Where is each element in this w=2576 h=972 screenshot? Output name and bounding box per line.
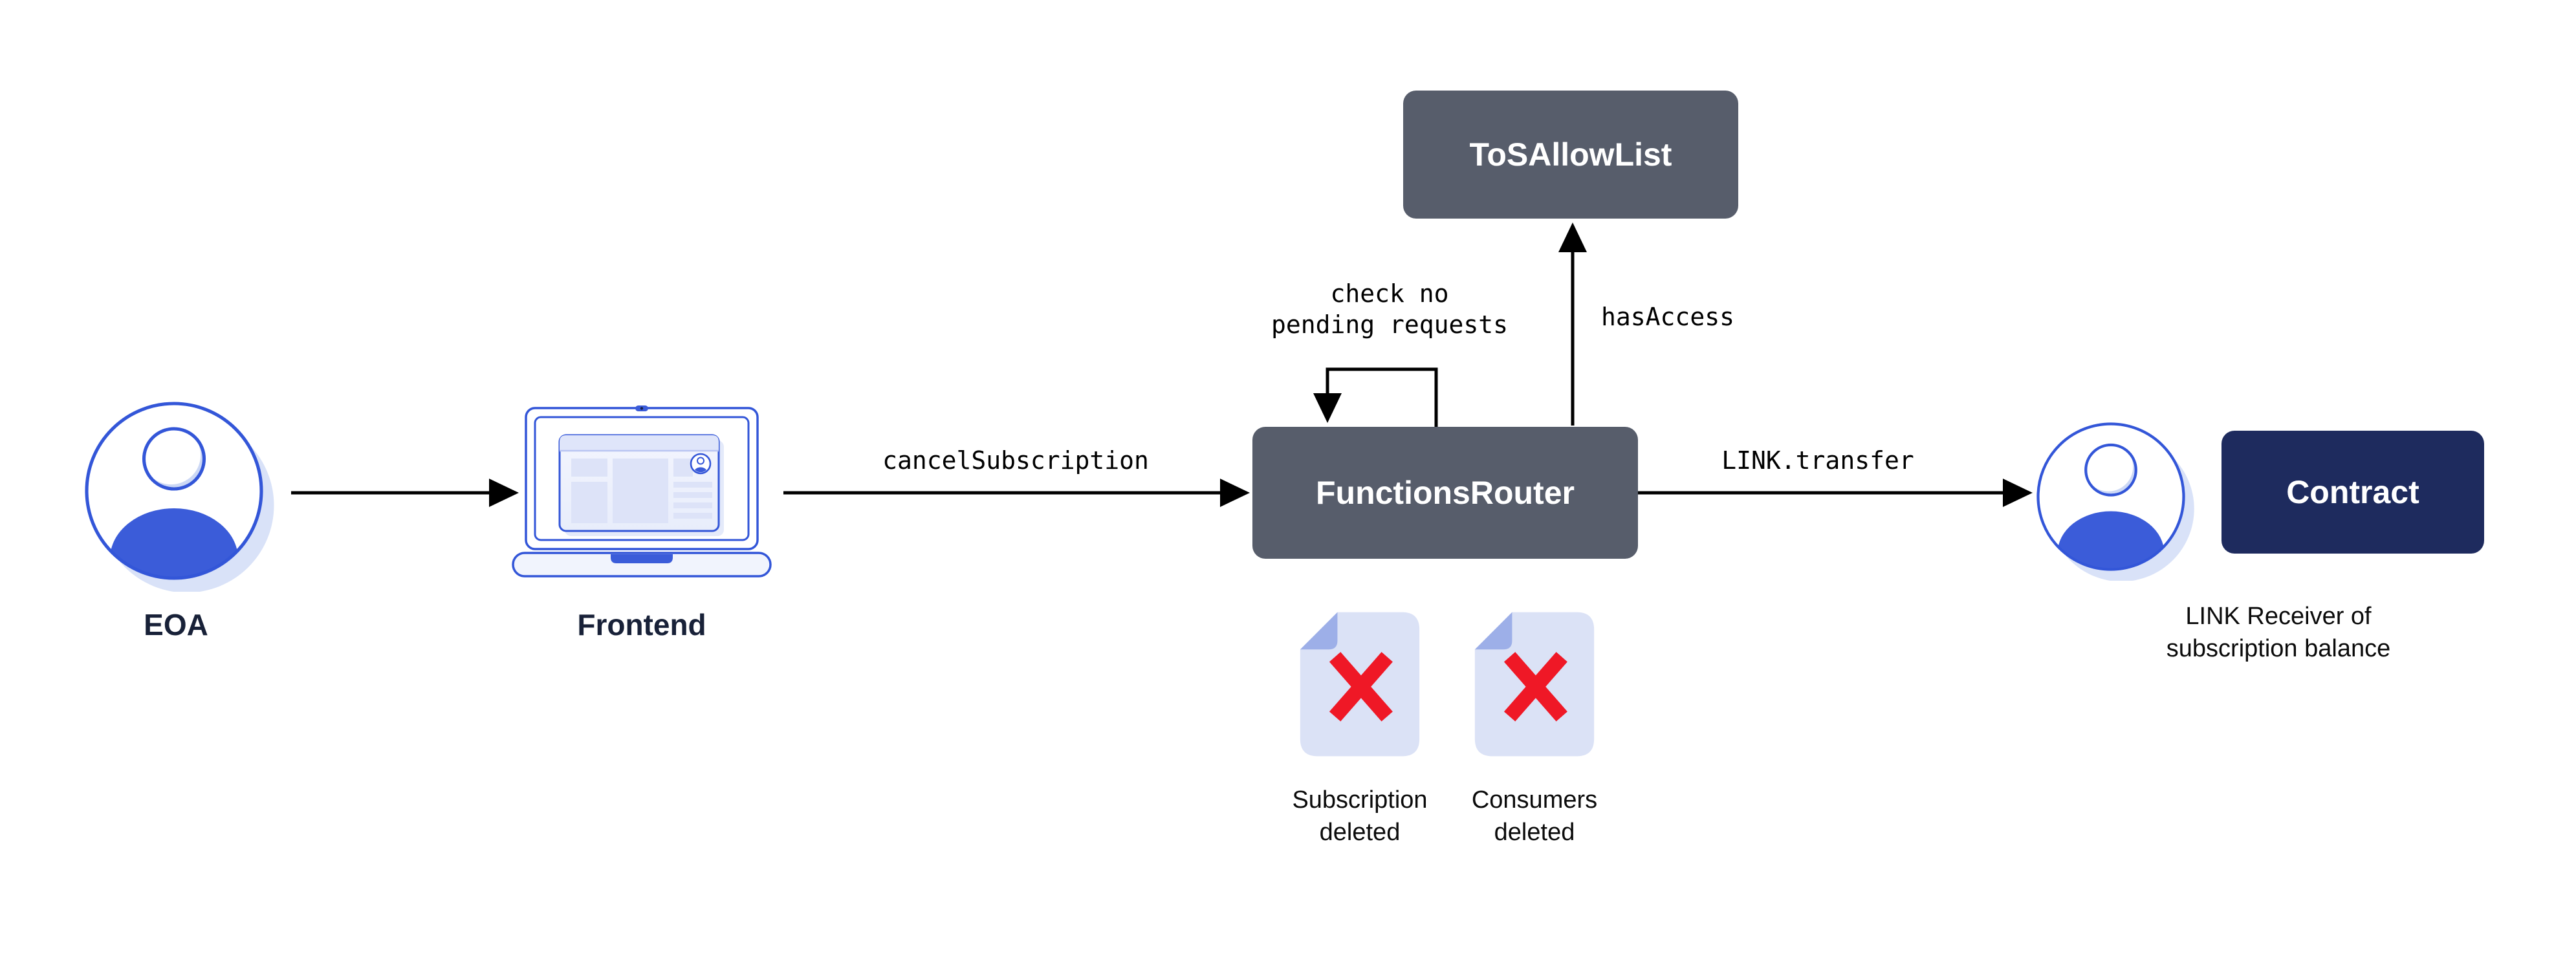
tos-allow-list-label: ToSAllowList [1469, 136, 1672, 173]
frontend-label: Frontend [577, 608, 706, 642]
subscription-deleted-label: Subscription deleted [1292, 786, 1428, 846]
arrow-router-self-loop [1313, 367, 1438, 427]
contract-label: Contract [2286, 474, 2419, 510]
edge-label-check-no-pending-requests: check no pending requests [1271, 279, 1509, 339]
functions-router-label: FunctionsRouter [1316, 475, 1575, 511]
edge-label-cancel-subscription: cancelSubscription [882, 446, 1149, 475]
person-avatar-icon [85, 402, 274, 592]
link-receiver-caption: LINK Receiver of subscription balance [2166, 603, 2391, 662]
laptop-icon [512, 405, 772, 578]
arrow-frontend-to-router [783, 479, 1250, 507]
deleted-document-icon [1300, 612, 1420, 757]
node-functions-router: FunctionsRouter [1252, 427, 1638, 559]
arrow-router-to-tosallowlist [1558, 222, 1587, 426]
edge-label-has-access: hasAccess [1601, 303, 1734, 331]
arrow-eoa-to-frontend [291, 479, 519, 507]
deleted-document-icon [1474, 612, 1595, 757]
consumers-deleted-label: Consumers deleted [1471, 786, 1598, 846]
person-avatar-icon [2036, 422, 2194, 581]
eoa-label: EOA [144, 608, 208, 642]
arrow-router-to-receiver [1638, 479, 2033, 507]
delete-x-icon [1503, 652, 1567, 722]
edge-label-link-transfer: LINK.transfer [1721, 446, 1914, 475]
node-contract: Contract [2221, 431, 2484, 554]
node-tos-allow-list: ToSAllowList [1403, 91, 1738, 219]
delete-x-icon [1329, 652, 1393, 722]
